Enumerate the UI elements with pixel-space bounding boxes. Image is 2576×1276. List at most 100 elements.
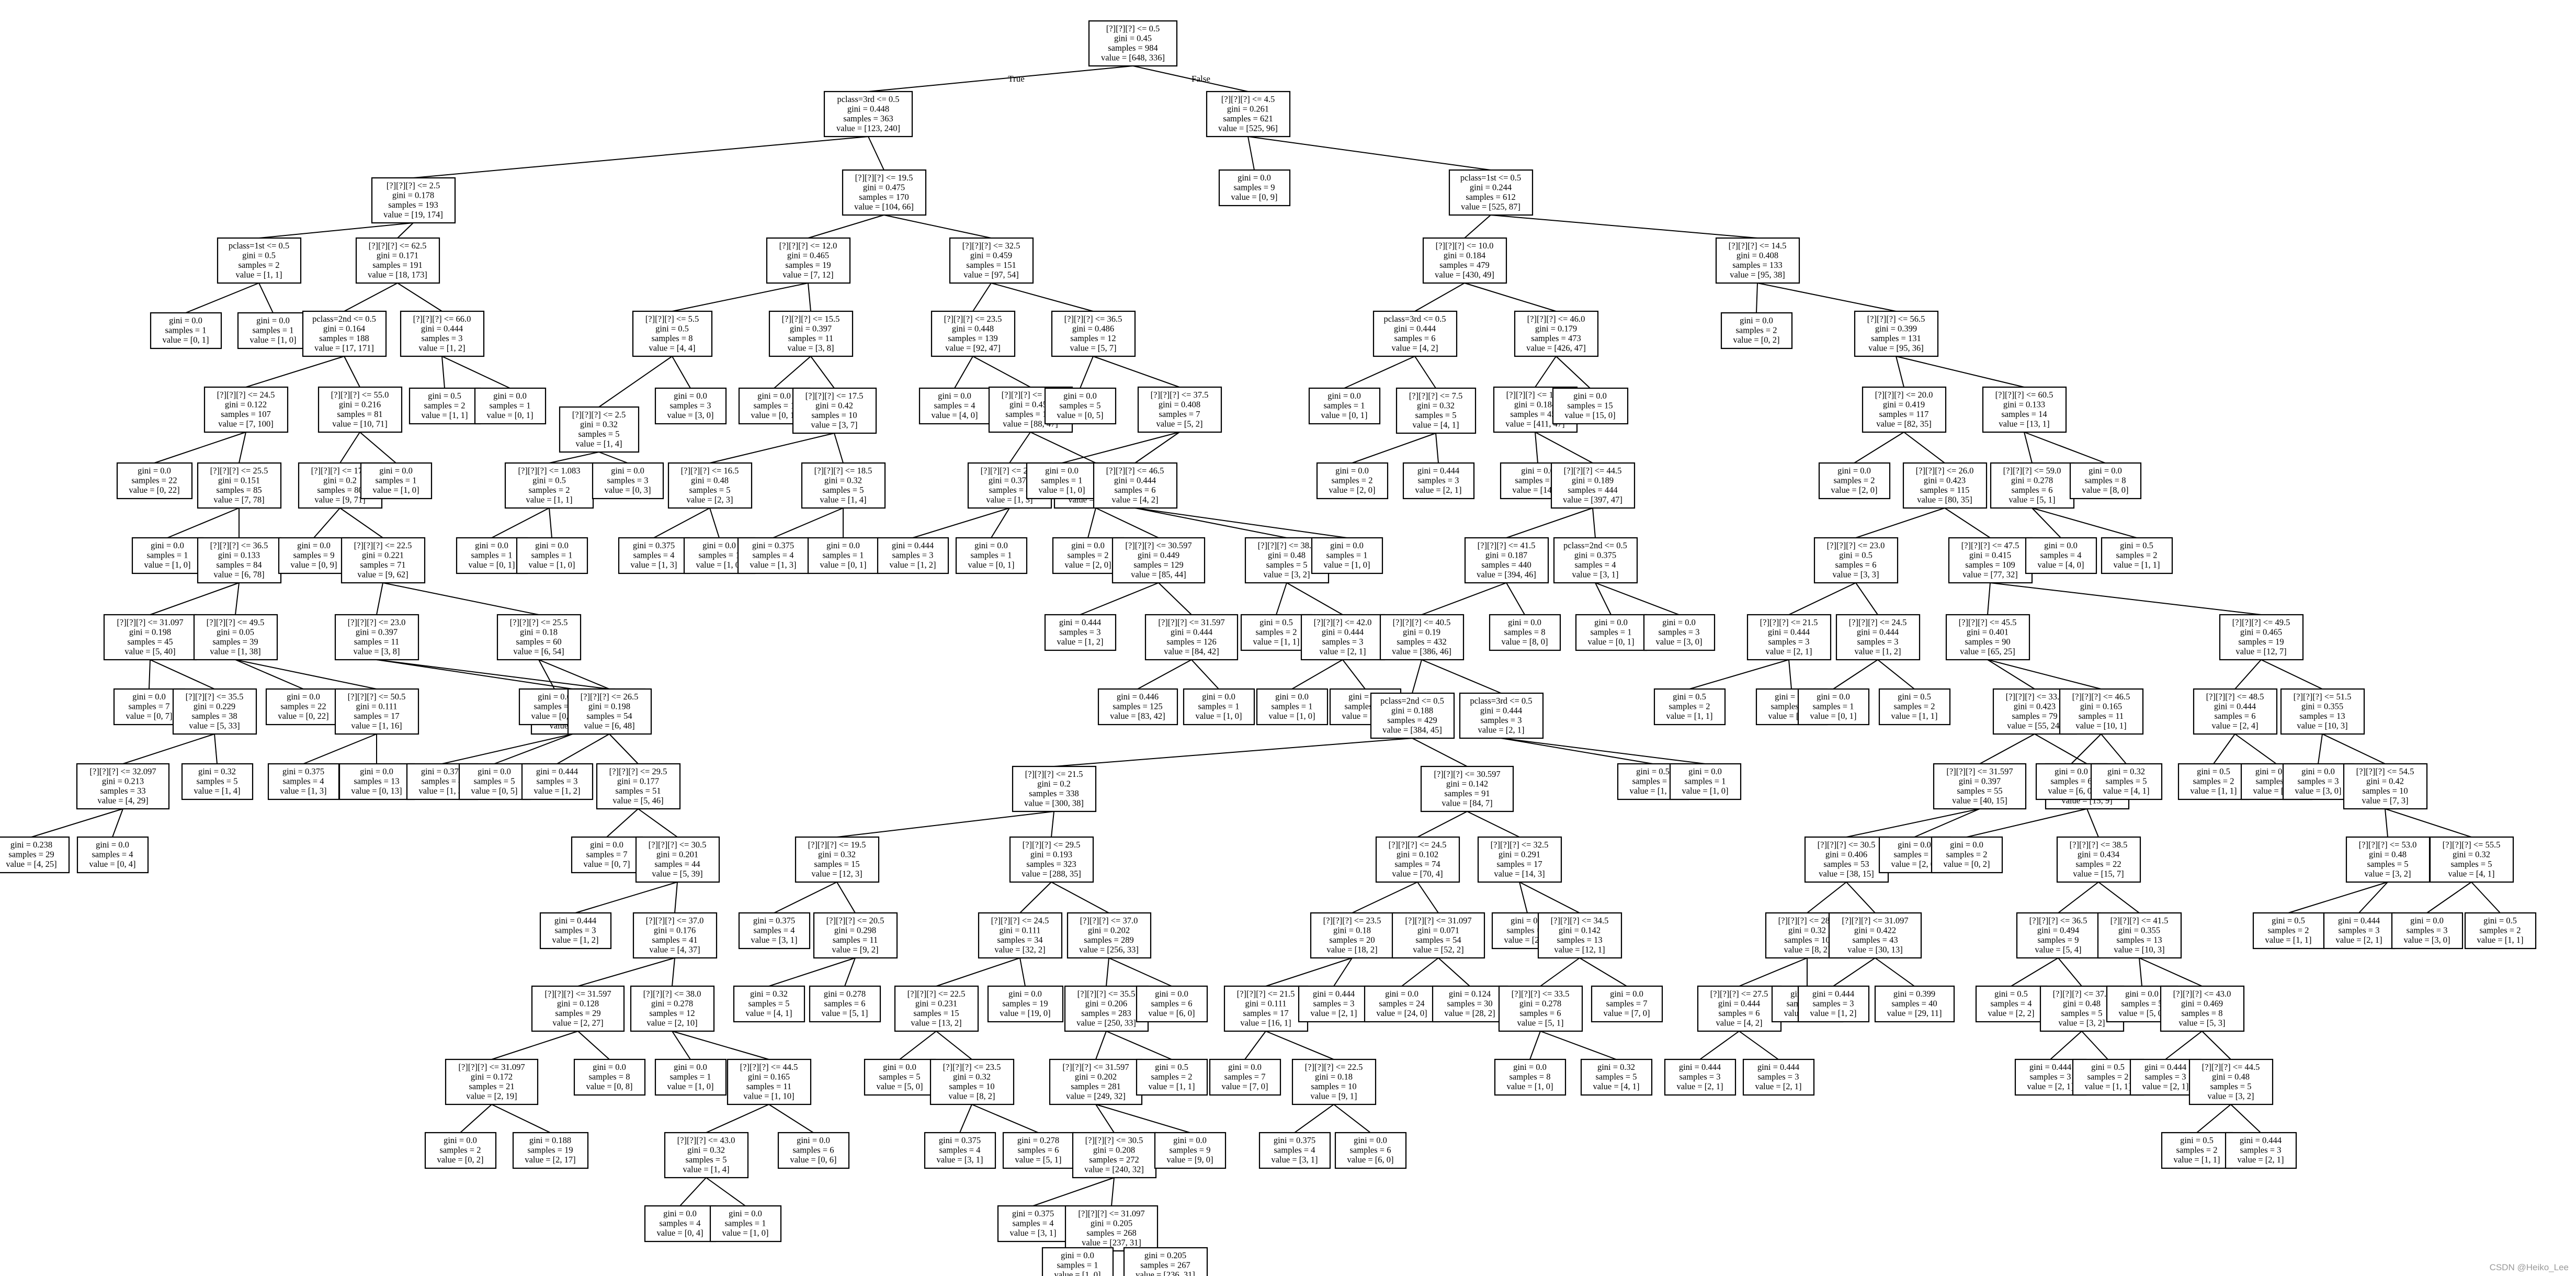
node-box	[1931, 836, 2003, 874]
node-box	[1144, 614, 1239, 661]
node-text-line: samples = 15	[814, 859, 859, 869]
node-text-line: gini = 0.188	[1391, 706, 1433, 716]
node-text-line: samples = 10	[1311, 1081, 1356, 1091]
node-text-line: samples = 6	[824, 999, 866, 1009]
node-text-line: samples = 272	[1089, 1155, 1139, 1165]
node-text-line: samples = 1	[1057, 1260, 1098, 1270]
node-text-line: value = [1, 2]	[1854, 647, 1901, 657]
node-text-line: value = [1, 1]	[2084, 1081, 2131, 1091]
node-text-line: [?][?][?] <= 0.5	[1106, 24, 1160, 33]
tree-edge	[1966, 808, 2087, 838]
tree-edge	[606, 808, 639, 838]
node-box	[924, 1132, 996, 1169]
node-text-line: samples = 11	[2079, 711, 2124, 721]
node-text-line: gini = 0.423	[1924, 476, 1966, 485]
node-text-line: value = [0, 22]	[129, 485, 179, 495]
tree-edge	[339, 507, 383, 538]
tree-edge	[1158, 582, 1192, 615]
node-text-line: samples = 458	[1510, 409, 1560, 419]
node-text-line: [?][?][?] <= 18.5	[814, 466, 872, 476]
node-text-line: gini = 0.375	[1012, 1209, 1054, 1218]
node-text-line: value = [30, 13]	[1847, 945, 1903, 955]
node-text-line: value = [3, 0]	[2403, 935, 2450, 945]
node-text-line: samples = 3	[1060, 627, 1101, 637]
node-box	[103, 614, 197, 661]
node-text-line: value = [10, 3]	[2114, 945, 2164, 955]
node-text-line: value = [300, 38]	[1024, 798, 1084, 808]
node-text-line: gini = 0.244	[1470, 183, 1512, 193]
node-text-line: value = [123, 240]	[836, 123, 900, 133]
node-box	[792, 387, 877, 434]
node-text-line: value = [95, 36]	[1868, 343, 1924, 353]
node-text-line: gini = 0.32	[1788, 925, 1826, 935]
node-text-line: gini = 0.171	[377, 251, 418, 261]
node-text-line: value = [0, 1]	[162, 335, 209, 345]
tree-edge	[1535, 356, 1557, 388]
node-text-line: value = [15, 7]	[2073, 869, 2124, 879]
node-box	[474, 387, 547, 425]
node-text-line: value = [88, 47]	[1003, 419, 1058, 429]
node-text-line: gini = 0.475	[863, 183, 905, 193]
node-text-line: value = [4, 0]	[2037, 560, 2084, 570]
node-text-line: samples = 1	[699, 550, 740, 560]
node-box	[131, 537, 204, 574]
node-text-line: gini = 0.32	[2107, 766, 2145, 776]
node-text-line: value = [3, 2]	[2058, 1018, 2105, 1028]
node-text-line: value = [2, 0]	[1891, 859, 1937, 869]
node-text-line: [?][?][?] <= 23.0	[1827, 540, 1885, 550]
node-text-line: value = [82, 35]	[1876, 419, 1932, 429]
node-text-line: gini = 0.205	[1144, 1250, 1186, 1260]
node-text-line: samples = 14	[2001, 409, 2047, 419]
node-box	[1310, 912, 1395, 959]
node-text-line: value = [17, 171]	[314, 343, 374, 353]
node-box	[1990, 462, 2075, 509]
node-text-line: pclass=1st <= 0.5	[229, 241, 289, 251]
tree-edge	[2011, 957, 2059, 987]
node-text-line: gini = 0.0	[2044, 540, 2078, 550]
tree-edge	[598, 451, 628, 464]
node-box	[1218, 169, 1291, 207]
node-text-line: gini = 0.494	[2037, 925, 2079, 935]
node-text-line: samples = 1	[971, 550, 1012, 560]
node-text-line: samples = 444	[1568, 485, 1617, 495]
node-text-line: samples = 71	[360, 560, 405, 570]
node-box	[795, 836, 880, 883]
node-text-line: [?][?][?] <= 37.0	[1080, 916, 1138, 925]
node-text-line: samples = 117	[1879, 409, 1929, 419]
node-text-line: samples = 15	[913, 1008, 959, 1018]
tree-edge	[2058, 882, 2099, 913]
node-text-line: gini = 0.399	[1893, 989, 1935, 999]
node-text-line: samples = 4	[660, 1218, 701, 1228]
node-text-line: samples = 14	[1515, 476, 1560, 485]
node-box	[1835, 614, 1921, 661]
node-text-line: gini = 0.0	[1950, 840, 1983, 850]
node-text-line: gini = 0.375	[939, 1135, 981, 1145]
node-text-line: gini = 0.278	[651, 999, 693, 1009]
node-text-line: samples = 1	[1685, 776, 1726, 786]
node-text-line: gini = 0.48	[691, 476, 729, 485]
node-text-line: value = [2, 3]	[686, 495, 733, 505]
tree-edge	[1265, 1031, 1334, 1060]
tree-edge	[672, 283, 809, 312]
node-text-line: gini = 0.444	[1394, 324, 1436, 334]
node-box	[654, 1058, 727, 1096]
node-text-line: gini = 0.444	[2338, 916, 2380, 925]
node-box	[1044, 387, 1117, 425]
node-box	[360, 462, 433, 500]
node-text-line: value = [1, 1]	[1253, 637, 1299, 647]
